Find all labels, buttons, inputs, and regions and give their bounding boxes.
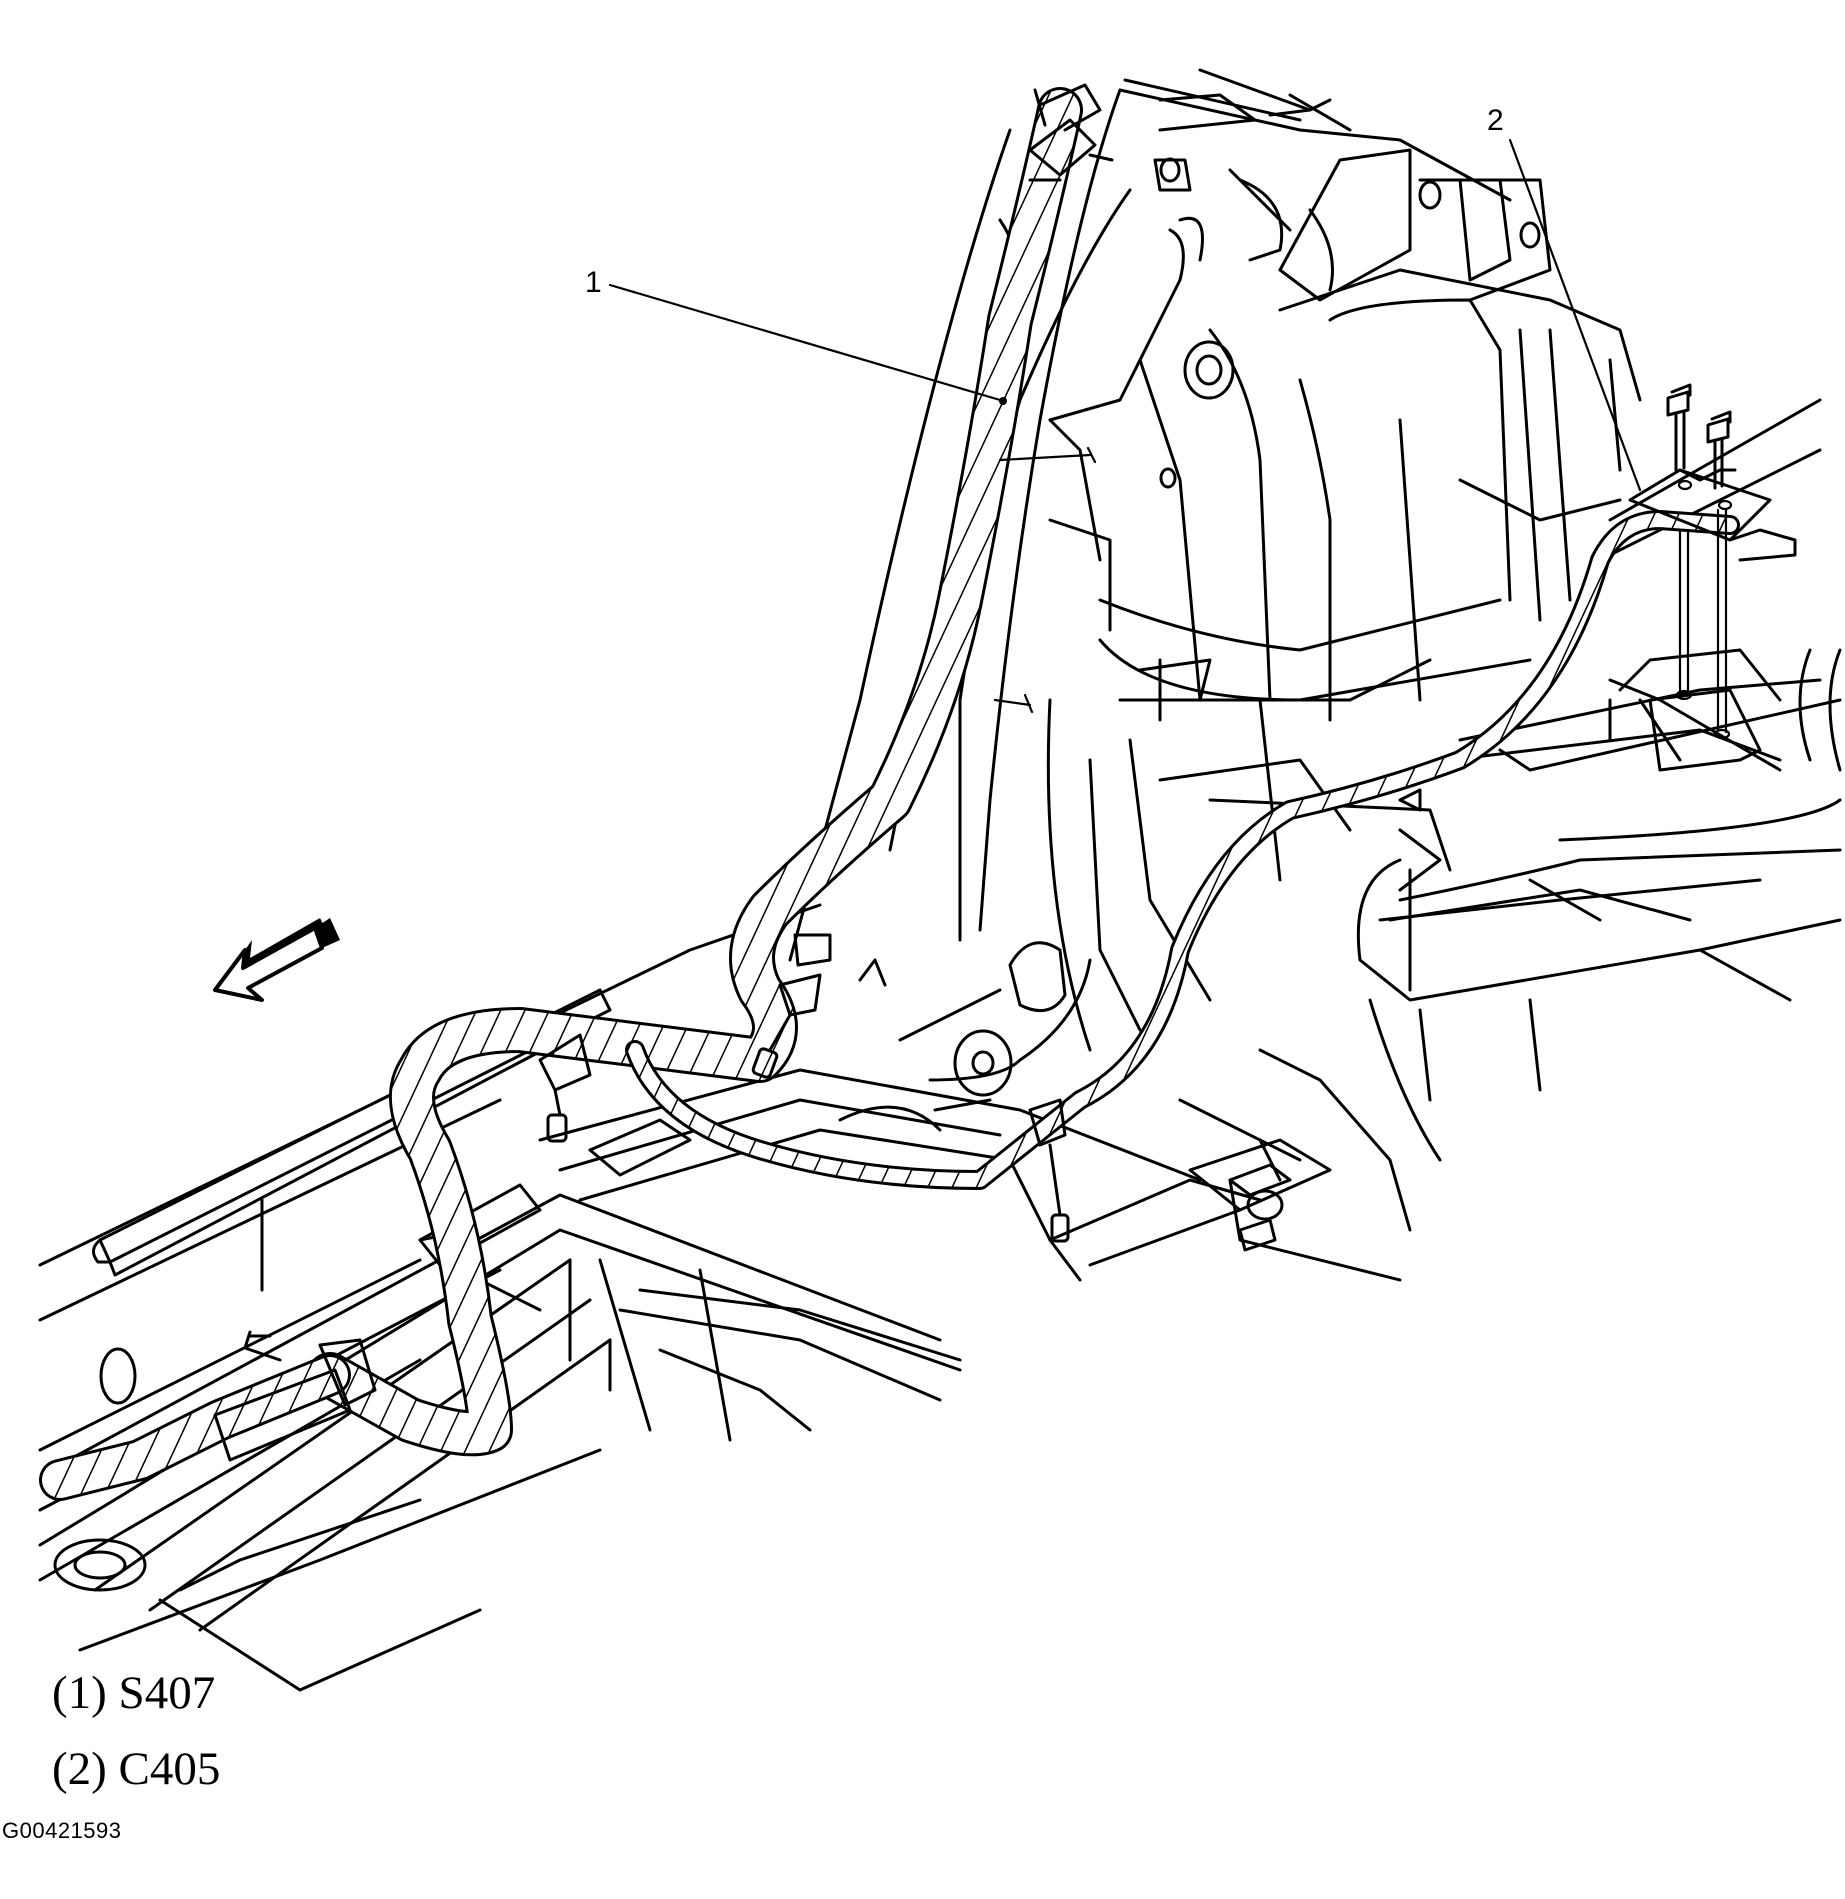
vehicle-body-structure	[38, 68, 1842, 1692]
legend-item-s407: (1) S407	[52, 1667, 216, 1719]
legend-item-c405: (2) C405	[52, 1743, 221, 1795]
direction-arrow-icon	[213, 918, 340, 1002]
connector-c405-bracket	[1628, 383, 1797, 740]
callout-2: 2	[1487, 104, 1642, 492]
svg-text:1: 1	[585, 266, 602, 299]
legend: (1) S407 (2) C405	[52, 1655, 220, 1807]
callout-1: 1	[585, 266, 1007, 405]
main-harness-s407	[39, 83, 1114, 1501]
svg-text:2: 2	[1487, 104, 1504, 137]
figure-id: G00421593	[2, 1818, 122, 1843]
secondary-harness-c405	[625, 510, 1740, 1243]
